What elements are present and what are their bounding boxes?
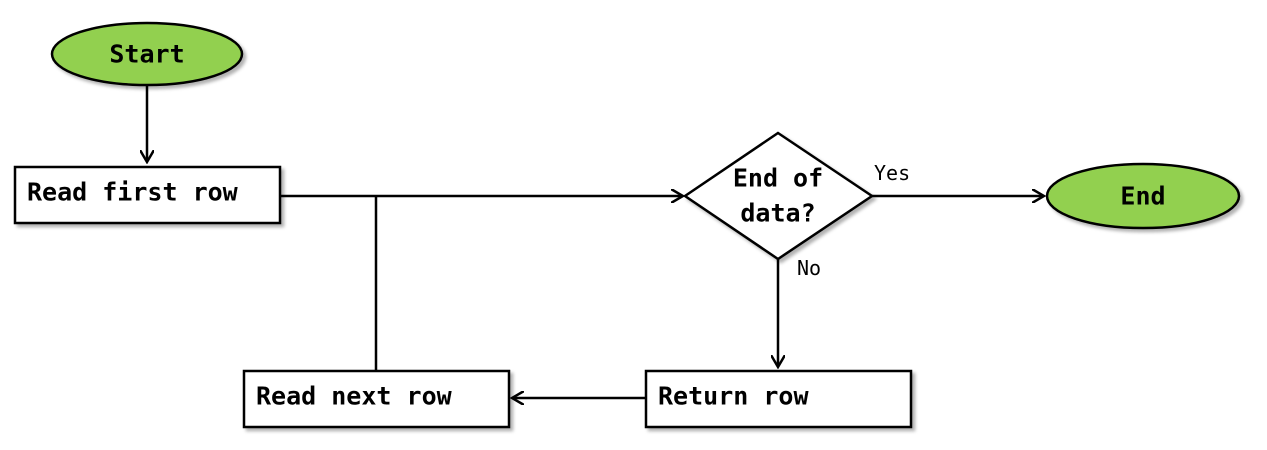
- start-node: Start: [50, 21, 244, 87]
- read-next-row-label: Read next row: [256, 382, 453, 411]
- return-row-node: Return row: [644, 369, 913, 429]
- read-first-row-box: [13, 165, 282, 225]
- decision-diamond: [682, 131, 875, 261]
- read-next-row-box: [242, 369, 511, 429]
- yes-label: Yes: [874, 161, 910, 185]
- read-first-row-label: Read first row: [27, 178, 239, 207]
- decision-node: End of data?: [682, 131, 875, 261]
- start-label: Start: [109, 40, 184, 69]
- read-next-row-node: Read next row: [242, 369, 511, 429]
- decision-label-line2: data?: [740, 199, 815, 228]
- return-row-box: [644, 369, 913, 429]
- end-ellipse: [1045, 162, 1241, 230]
- return-row-label: Return row: [658, 382, 809, 411]
- end-label: End: [1120, 182, 1165, 211]
- decision-label-line1: End of: [733, 164, 823, 193]
- no-label: No: [797, 256, 821, 280]
- read-first-row-node: Read first row: [13, 165, 282, 225]
- end-node: End: [1045, 162, 1241, 230]
- start-ellipse: [50, 21, 244, 87]
